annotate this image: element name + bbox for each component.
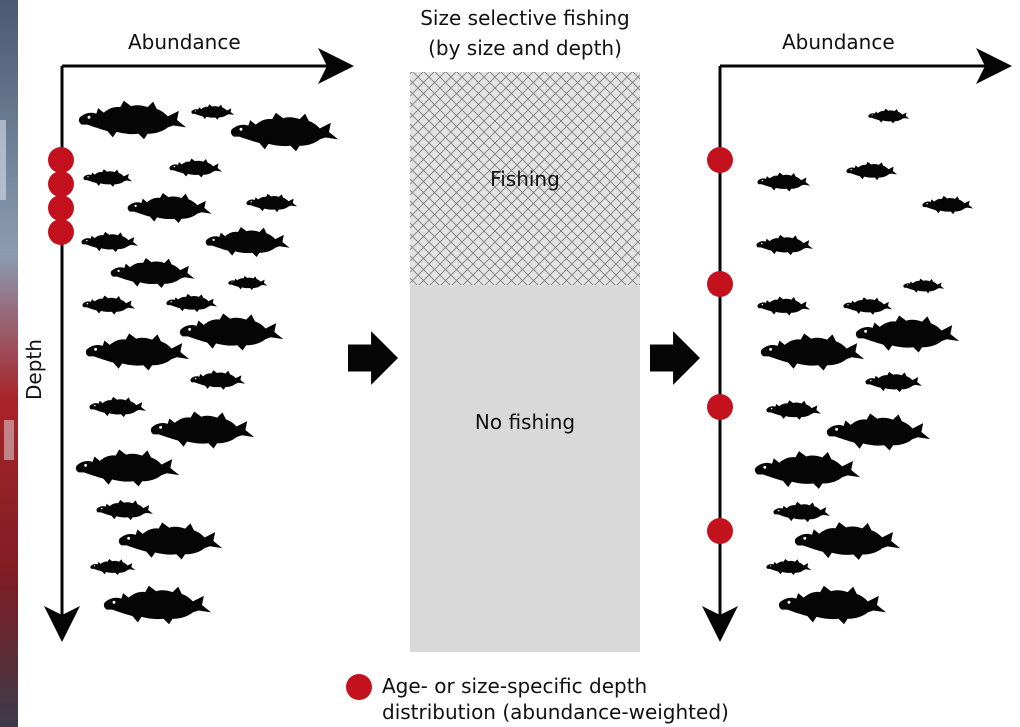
fish-silhouette-icon <box>180 313 283 350</box>
fish-silhouette-icon <box>231 113 338 151</box>
fish-silhouette-icon <box>903 279 944 294</box>
fish-silhouette-icon <box>90 559 135 575</box>
fish-silhouette-icon <box>82 296 135 315</box>
fish-silhouette-icon <box>246 194 297 212</box>
legend-line2: distribution (abundance-weighted) <box>382 700 729 724</box>
fish-silhouette-icon <box>773 502 830 522</box>
fish-silhouette-icon <box>76 449 179 486</box>
right-block-arrow-icon <box>650 331 700 385</box>
fish-silhouette-icon <box>755 451 860 489</box>
fish-silhouette-icon <box>761 333 864 370</box>
right-abundance-label: Abundance <box>782 30 895 54</box>
fish-silhouette-icon <box>128 193 212 223</box>
fish-silhouette-icon <box>190 370 245 390</box>
legend-line1: Age- or size-specific depth <box>382 674 647 698</box>
fish-silhouette-icon <box>119 522 222 559</box>
fish-silhouette-icon <box>757 173 810 192</box>
fishing-title-line2: (by size and depth) <box>400 36 650 60</box>
red-dot-marker-icon <box>48 147 74 173</box>
fish-silhouette-icon <box>827 413 930 450</box>
fish-silhouette-icon <box>81 232 138 252</box>
fish-silhouette-icon <box>779 586 886 624</box>
right-block-arrow-icon <box>348 331 398 385</box>
fish-silhouette-icon <box>83 169 132 186</box>
fish-silhouette-icon <box>79 101 186 139</box>
left-abundance-label: Abundance <box>128 30 241 54</box>
red-dot-marker-icon <box>48 195 74 221</box>
fish-silhouette-icon <box>846 162 897 180</box>
fish-silhouette-icon <box>191 104 234 119</box>
no-fishing-zone-label: No fishing <box>410 410 640 434</box>
fishing-title-line1: Size selective fishing <box>400 6 650 30</box>
legend-red-dot-marker-icon <box>346 674 372 700</box>
right-fish-school <box>755 109 973 625</box>
red-dot-marker-icon <box>707 271 733 297</box>
fish-silhouette-icon <box>96 500 153 520</box>
left-depth-markers <box>48 147 74 245</box>
fish-silhouette-icon <box>166 294 217 312</box>
fishing-zone-label: Fishing <box>410 167 640 191</box>
fish-silhouette-icon <box>856 315 959 352</box>
fish-silhouette-icon <box>757 297 810 316</box>
fish-silhouette-icon <box>922 196 973 214</box>
fish-silhouette-icon <box>104 586 211 624</box>
left-depth-label: Depth <box>22 339 46 400</box>
fish-silhouette-icon <box>795 522 900 560</box>
fish-silhouette-icon <box>228 276 267 290</box>
fish-silhouette-icon <box>756 235 813 255</box>
fish-silhouette-icon <box>86 333 189 370</box>
fish-silhouette-icon <box>89 397 146 417</box>
fish-silhouette-icon <box>111 258 195 288</box>
fish-silhouette-icon <box>766 400 821 420</box>
fish-silhouette-icon <box>766 559 811 575</box>
right-panel <box>707 66 1006 636</box>
fish-silhouette-icon <box>868 109 909 124</box>
left-panel <box>48 66 348 636</box>
middle-panel <box>410 72 640 652</box>
fish-silhouette-icon <box>865 372 922 392</box>
red-dot-marker-icon <box>707 394 733 420</box>
red-dot-marker-icon <box>48 171 74 197</box>
left-fish-school <box>76 101 338 625</box>
fish-silhouette-icon <box>206 227 290 257</box>
red-dot-marker-icon <box>48 219 74 245</box>
red-dot-marker-icon <box>707 518 733 544</box>
fish-silhouette-icon <box>169 159 222 178</box>
red-dot-marker-icon <box>707 147 733 173</box>
no-fishing-zone <box>410 285 640 652</box>
fish-silhouette-icon <box>843 297 892 314</box>
fish-silhouette-icon <box>151 411 254 448</box>
